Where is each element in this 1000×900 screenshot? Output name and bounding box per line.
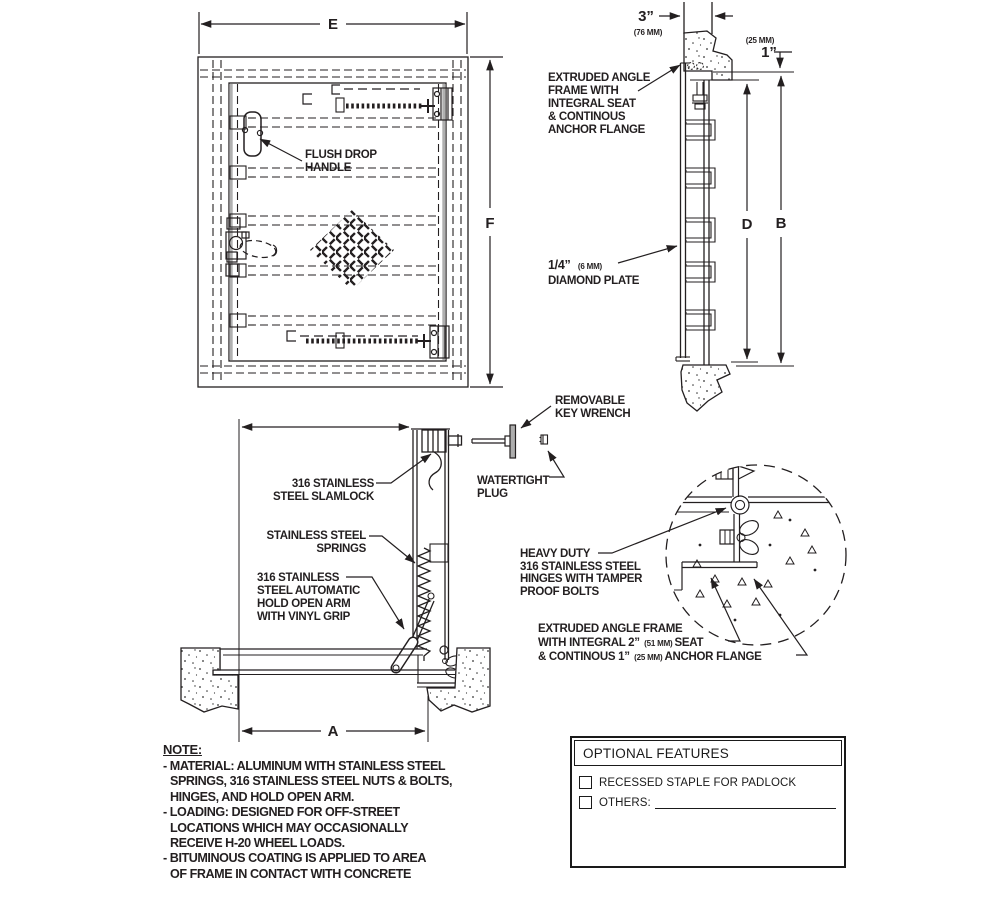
checkbox-recessed-staple[interactable] xyxy=(579,776,592,789)
angle-frame-leader xyxy=(637,64,681,92)
door-spring xyxy=(416,543,449,661)
diamond-plate-pattern xyxy=(310,210,394,290)
key-wrench xyxy=(471,424,517,459)
hidden-stiffeners xyxy=(229,115,438,328)
angle-frame-label-5: ANCHOR FLANGE xyxy=(548,124,646,136)
note-line: - MATERIAL: ALUMINUM WITH STAINLESS STEE… xyxy=(163,759,446,773)
plug-leader xyxy=(547,450,566,478)
option-row-others: OTHERS: xyxy=(579,796,836,809)
open-section-view xyxy=(180,419,491,742)
dim-3in-mm: (76 MM) xyxy=(634,28,663,37)
c-channel-stiffeners xyxy=(685,119,716,331)
notes-block: NOTE: - MATERIAL: ALUMINUM WITH STAINLES… xyxy=(163,742,475,882)
diamond-plate-label-1: 1/4” (6 MM) xyxy=(548,256,603,273)
flange-leader xyxy=(753,578,809,656)
dim-e: E xyxy=(328,16,338,33)
flush-handle-label-2: HANDLE xyxy=(305,162,352,174)
dim-3in: 3” xyxy=(638,8,654,25)
option-label-others: OTHERS: xyxy=(599,796,651,809)
checkbox-others[interactable] xyxy=(579,796,592,809)
detail-circle-boundary xyxy=(665,464,847,646)
key-wrench-label-1: REMOVABLE xyxy=(555,395,626,407)
angle-frame-label-3: INTEGRAL SEAT xyxy=(548,98,636,110)
arm-label-4: WITH VINYL GRIP xyxy=(257,611,351,623)
watertight-plug xyxy=(539,434,549,445)
open-hinge xyxy=(417,645,461,688)
dim-a: A xyxy=(328,723,339,740)
hinge-label-4: PROOF BOLTS xyxy=(520,586,600,598)
springs-leader xyxy=(369,535,416,564)
seat-leader xyxy=(710,577,741,642)
note-line: LOCATIONS WHICH MAY OCCASIONALLY xyxy=(170,820,409,835)
hatch-door-leaf xyxy=(228,82,447,362)
optional-features-title: OPTIONAL FEATURES xyxy=(574,740,842,766)
arm-leader xyxy=(346,576,405,630)
diamond-plate-label-2: DIAMOND PLATE xyxy=(548,275,640,287)
flush-drop-handle xyxy=(241,111,264,157)
slamlock-leader xyxy=(376,453,432,484)
dim-f: F xyxy=(485,215,494,232)
concrete-top xyxy=(683,30,733,81)
concrete-texture xyxy=(692,509,817,622)
note-line: OF FRAME IN CONTACT WITH CONCRETE xyxy=(170,866,411,881)
slamlock-housing xyxy=(421,429,447,453)
plan-dimensions xyxy=(198,12,503,388)
dim-b: B xyxy=(776,215,787,232)
note-line: SPRINGS, 316 STAINLESS STEEL NUTS & BOLT… xyxy=(170,774,453,789)
angle-frame-label-2: FRAME WITH xyxy=(548,85,618,97)
hatch-outer-frame xyxy=(197,56,469,388)
slamlock-plan xyxy=(225,217,278,277)
arm-label-1: 316 STAINLESS xyxy=(257,572,340,584)
others-blank-field[interactable] xyxy=(654,796,836,809)
slamlock-label-1: 316 STAINLESS xyxy=(292,478,375,490)
dim-d: D xyxy=(742,216,753,233)
angle-frame-label-1: EXTRUDED ANGLE xyxy=(548,72,651,84)
diamond-plate-leader xyxy=(617,245,678,264)
concrete-left xyxy=(180,647,239,713)
bottom-spring xyxy=(286,330,431,349)
optional-features-box: OPTIONAL FEATURES RECESSED STAPLE FOR PA… xyxy=(570,736,846,868)
arm-label-2: STEEL AUTOMATIC xyxy=(257,585,360,597)
note-line: RECEIVE H-20 WHEEL LOADS. xyxy=(170,836,345,851)
anchor-bolt xyxy=(692,82,708,110)
concrete-right xyxy=(426,647,491,713)
top-spring xyxy=(302,84,435,113)
slamlock-hook xyxy=(428,451,442,491)
hinge-leader xyxy=(598,507,727,554)
note-line: HINGES, AND HOLD OPEN ARM. xyxy=(170,789,354,804)
note-line: - LOADING: DESIGNED FOR OFF-STREET xyxy=(163,805,400,820)
plan-view xyxy=(197,56,469,388)
top-hinge xyxy=(432,87,453,121)
option-label-recessed-staple: RECESSED STAPLE FOR PADLOCK xyxy=(599,776,797,789)
springs-label-1: STAINLESS STEEL xyxy=(267,530,367,542)
angle-frame-label-4: & CONTINOUS xyxy=(548,111,626,123)
key-wrench-leader xyxy=(520,405,552,429)
hinge-label-2: 316 STAINLESS STEEL xyxy=(520,561,641,573)
concrete-bottom xyxy=(680,364,731,412)
notes-title: NOTE: xyxy=(163,742,202,757)
frame2-label-3: & CONTINOUS 1” (25 MM) ANCHOR FLANGE xyxy=(538,647,762,664)
frame-section-dimensions xyxy=(659,12,792,364)
frame2-label-2: WITH INTEGRAL 2” (51 MM) SEAT xyxy=(538,633,703,650)
key-wrench-label-2: KEY WRENCH xyxy=(555,408,630,420)
dim-1in: 1” xyxy=(761,44,777,61)
hinge-label-3: HINGES WITH TAMPER xyxy=(520,573,643,585)
springs-label-2: SPRINGS xyxy=(316,543,366,555)
bottom-hinge xyxy=(429,325,450,359)
hinge-detail-view xyxy=(665,464,847,646)
frame-section-view xyxy=(675,2,794,412)
option-row-recessed-staple: RECESSED STAPLE FOR PADLOCK xyxy=(579,776,836,789)
dim-1in-mm: (25 MM) xyxy=(746,36,775,45)
slamlock-label-2: STEEL SLAMLOCK xyxy=(273,491,375,503)
plug-label-1: WATERTIGHT xyxy=(477,475,549,487)
hinge-label-1: HEAVY DUTY xyxy=(520,548,591,560)
plug-label-2: PLUG xyxy=(477,488,508,500)
flush-handle-leader xyxy=(259,138,303,162)
frame2-label-1: EXTRUDED ANGLE FRAME xyxy=(538,623,683,635)
note-line: - BITUMINOUS COATING IS APPLIED TO AREA xyxy=(163,851,427,866)
arm-label-3: HOLD OPEN ARM xyxy=(257,598,350,610)
flush-handle-label-1: FLUSH DROP xyxy=(305,149,377,161)
